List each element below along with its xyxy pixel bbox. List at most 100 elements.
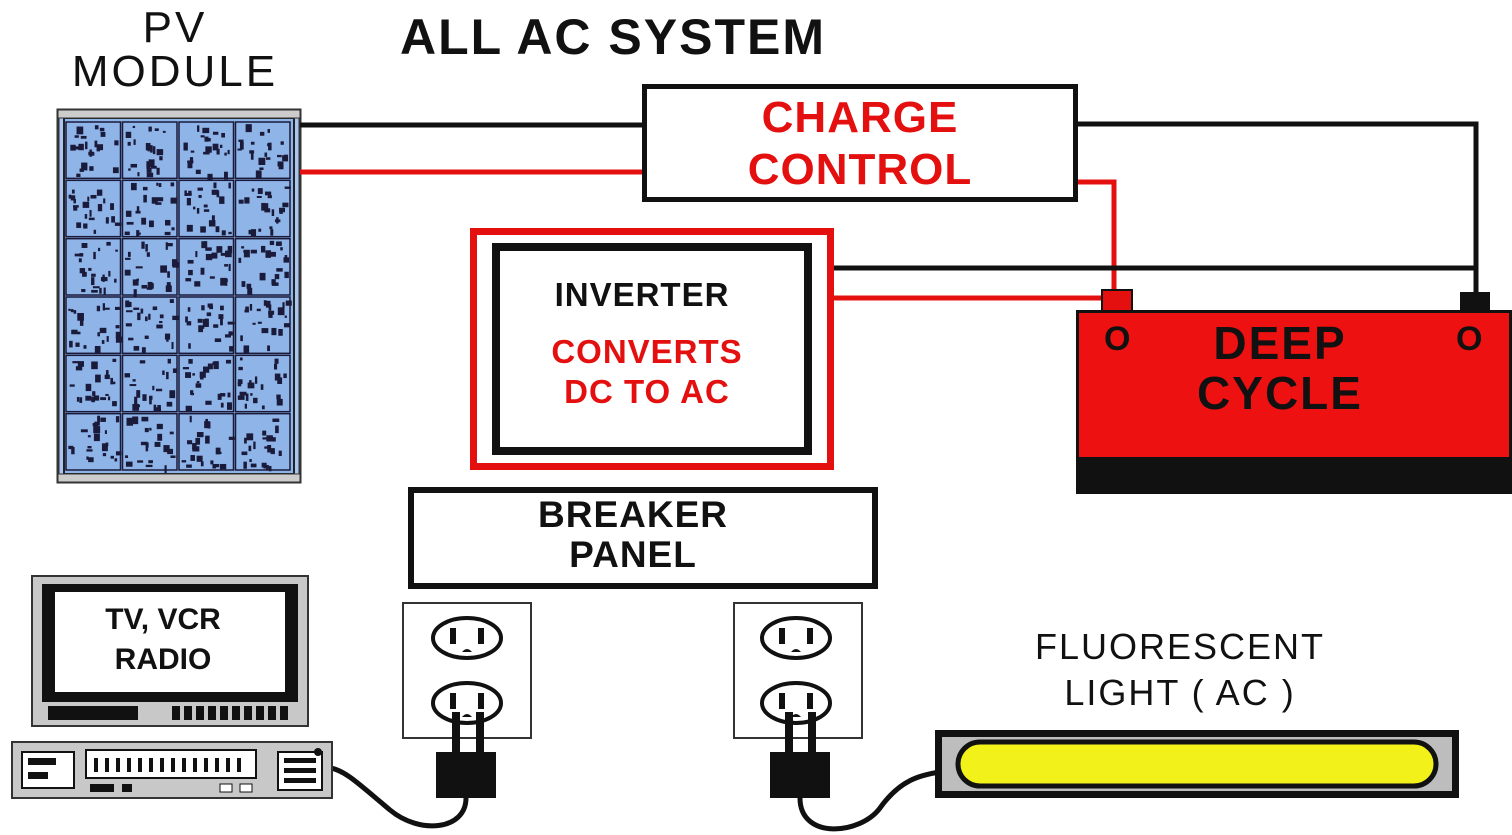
pv-cell-speckle (148, 460, 153, 464)
pv-cell-speckle (224, 152, 227, 156)
pv-cell-speckle (216, 451, 222, 454)
pv-cell-speckle (110, 455, 114, 459)
pv-cell-speckle (159, 320, 163, 324)
pv-cell-speckle (246, 433, 254, 441)
pv-cell-speckle (114, 278, 117, 283)
pv-cell-speckle (249, 150, 255, 154)
pv-cell-speckle (257, 321, 262, 324)
pv-cell-speckle (78, 258, 82, 263)
pv-cell-speckle (199, 371, 206, 378)
pv-cell-speckle (146, 287, 153, 290)
pv-cell-speckle (199, 325, 205, 329)
pv-cell-speckle (71, 329, 78, 335)
pv-cell-speckle (132, 416, 139, 425)
pv-cell-speckle (101, 443, 108, 452)
pv-cell-speckle (212, 131, 219, 135)
pv-cell-speckle (93, 433, 100, 442)
pv-cell-speckle (205, 247, 212, 251)
pv-cell-speckle (124, 269, 131, 276)
pv-cell-speckle (266, 435, 273, 442)
pv-cell-speckle (271, 279, 276, 285)
pv-cell-speckle (99, 127, 105, 132)
pv-cell-speckle (88, 151, 94, 156)
pv-cell-speckle (240, 335, 243, 342)
pv-cell-speckle (207, 303, 213, 308)
pv-cell-speckle (278, 450, 282, 457)
vcr-display-segment (237, 758, 241, 772)
pv-cell-speckle (207, 138, 211, 142)
pv-cell-speckle (92, 391, 96, 396)
pv-cell-speckle (268, 304, 272, 311)
pv-cell-speckle (249, 459, 252, 463)
pv-cell-speckle (206, 312, 212, 317)
pv-cell-speckle (133, 289, 137, 297)
pv-cell-speckle (167, 448, 174, 455)
pv-cell-speckle (142, 394, 147, 401)
outlet-left-icon (402, 602, 532, 739)
pv-cell-speckle (125, 131, 132, 138)
pv-cell-speckle (264, 191, 272, 196)
pv-cell-speckle (212, 143, 219, 151)
pv-cell-speckle (85, 141, 88, 150)
pv-cell-speckle (272, 437, 276, 442)
pv-cell-speckle (100, 277, 108, 282)
pv-cell-speckle (283, 373, 287, 379)
deep-cycle-battery (1076, 310, 1512, 460)
pv-cell-speckle (69, 340, 73, 348)
pv-cell-speckle (264, 446, 268, 449)
pv-cell-speckle (156, 182, 159, 186)
pv-cell-speckle (245, 393, 249, 401)
pv-cell-speckle (112, 401, 117, 407)
pv-cell-speckle (186, 464, 192, 468)
pv-cell-speckle (152, 146, 156, 155)
pv-cell (121, 179, 178, 238)
pv-cell-speckle (93, 426, 101, 434)
pv-cell-speckle (267, 444, 272, 453)
pv-cell-speckle (271, 327, 277, 336)
pv-cell-speckle (104, 374, 110, 380)
pv-cell-speckle (73, 146, 81, 150)
battery-label: DEEP CYCLE (1130, 318, 1430, 418)
pv-cell-speckle (197, 125, 200, 132)
pv-cell-speckle (148, 159, 155, 167)
pv-cell-speckle (221, 132, 225, 138)
pv-cell-speckle (171, 227, 175, 231)
pv-cell-speckle (145, 244, 148, 252)
pv-cell-speckle (75, 342, 80, 347)
pv-cell-speckle (125, 257, 131, 260)
pv-cell-speckle (247, 382, 255, 389)
pv-cell-speckle (71, 447, 75, 455)
pv-cell-speckle (148, 126, 152, 132)
pv-cell-speckle (220, 305, 224, 311)
tv-screen-label: TV, VCR RADIO (68, 600, 258, 680)
pv-cell-speckle (217, 393, 222, 400)
pv-cell-speckle (73, 207, 78, 211)
pv-cell-speckle (125, 461, 133, 467)
pv-cell-speckle (205, 146, 212, 153)
battery-terminal-left: O (1104, 320, 1131, 358)
pv-cell-speckle (76, 126, 84, 135)
pv-cell-speckle (106, 241, 111, 246)
pv-cell-speckle (195, 437, 201, 445)
pv-cell-speckle (186, 197, 191, 206)
pv-cell-speckle (228, 436, 235, 440)
pv-cell-speckle (135, 210, 141, 214)
pv-cell-speckle (280, 247, 283, 251)
pv-cell-speckle (164, 465, 167, 473)
pv-cell-speckle (208, 220, 216, 227)
pv-cell-speckle (227, 392, 231, 398)
pv-cell-speckle (145, 442, 149, 448)
pv-cell-speckle (125, 300, 130, 308)
pv-cell-speckle (260, 384, 264, 390)
pv-cell-speckle (225, 250, 232, 258)
pv-cell-speckle (241, 451, 248, 456)
pv-cell-speckle (250, 463, 257, 468)
pv-cell-speckle (70, 309, 74, 313)
pv-cell-speckle (213, 361, 219, 370)
pv-cell-speckle (265, 157, 271, 160)
pv-cell-speckle (274, 274, 280, 280)
pv-cell-speckle (162, 130, 166, 133)
pv-cell-speckle (200, 226, 206, 233)
pv-cell-speckle (87, 196, 90, 202)
inverter-box (492, 243, 812, 455)
